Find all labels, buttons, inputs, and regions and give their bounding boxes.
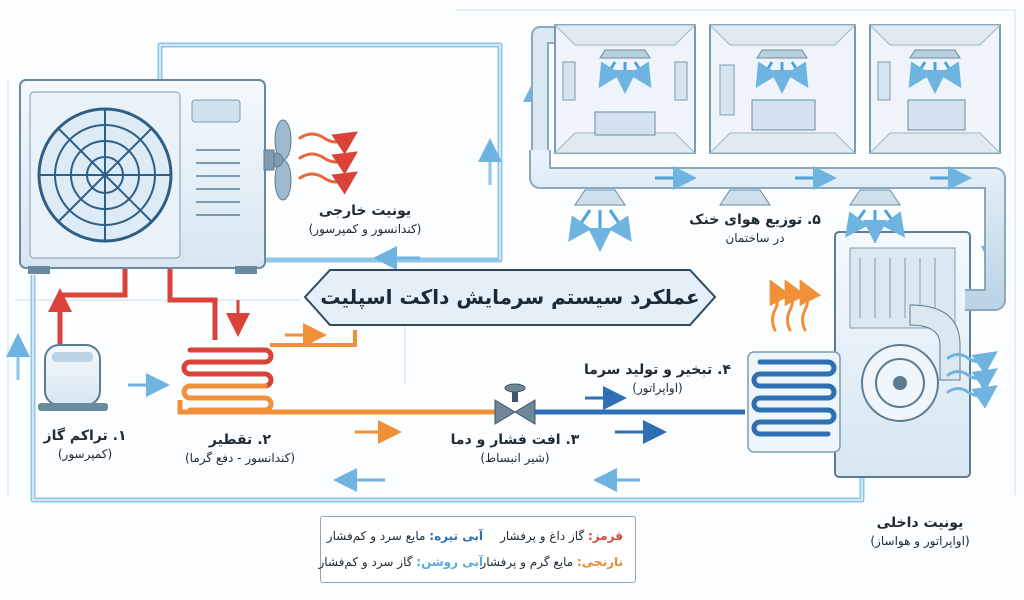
step4-title: ۴. تبخیر و تولید سرما: [583, 362, 732, 378]
blower-fan-icon: [861, 304, 961, 422]
condenser-coil: [181, 347, 274, 413]
cold-air-waves-icon: [946, 351, 998, 409]
legend-lightblue-text: گاز سرد و کم‌فشار: [318, 555, 413, 569]
step2-title: ۲. تقطیر: [208, 432, 272, 448]
duct-air-arrows: [568, 166, 972, 252]
step5-title: ۵. توزیع هوای خنک: [689, 212, 821, 228]
heat-waves-icon: [298, 131, 358, 195]
legend-orange-text: مایع گرم و پرفشار: [480, 555, 574, 569]
step3-subtitle: (شیر انبساط): [480, 451, 550, 465]
step1-title: ۱. تراکم گاز: [43, 428, 127, 444]
color-legend: قرمز: گاز داغ و پرفشار نارنجی: مایع گرم …: [318, 516, 636, 583]
step1-label: ۱. تراکم گاز (کمپرسور): [25, 428, 145, 461]
step1-subtitle: (کمپرسور): [57, 447, 113, 461]
outdoor-unit-subtitle: (کندانسور و کمپرسور): [308, 222, 422, 236]
legend-lightblue-key: آبی روشن:: [416, 555, 483, 569]
indoor-unit-label: یونیت داخلی (اواپراتور و هواساز): [840, 515, 1000, 548]
warm-liquid-line: [177, 400, 495, 415]
step4-label: ۴. تبخیر و تولید سرما (اواپراتور): [570, 362, 745, 395]
legend-darkblue-key: آبی تیره:: [429, 529, 483, 543]
outdoor-unit-title: یونیت خارجی: [318, 203, 412, 219]
indoor-unit: [747, 231, 998, 478]
hot-gas-line-2: [167, 268, 218, 340]
evaporator-coil: [747, 351, 841, 453]
legend-red-text: گاز داغ و پرفشار: [500, 529, 585, 543]
duct-network: [529, 26, 1006, 311]
page-title: عملکرد سیستم سرمایش داکت اسپلیت: [320, 285, 700, 309]
indoor-unit-title: یونیت داخلی: [876, 515, 964, 531]
outdoor-unit-label: یونیت خارجی (کندانسور و کمپرسور): [290, 203, 440, 236]
legend-orange-key: نارنجی:: [576, 555, 623, 569]
condenser-out-line: [270, 330, 357, 347]
legend-orange: نارنجی: مایع گرم و پرفشار: [480, 555, 623, 569]
step4-subtitle: (اواپراتور): [632, 381, 683, 395]
title-banner: [303, 269, 717, 326]
legend-red-key: قرمز:: [587, 529, 623, 543]
warm-air-up-icon: [769, 279, 822, 332]
indoor-unit-subtitle: (اواپراتور و هواساز): [870, 534, 970, 548]
room-1: [553, 24, 697, 154]
step5-subtitle: در ساختمان: [725, 231, 785, 245]
hot-gas-line: [57, 268, 128, 345]
legend-red: قرمز: گاز داغ و پرفشار: [500, 529, 623, 543]
legend-lightblue: آبی روشن: گاز سرد و کم‌فشار: [318, 555, 483, 569]
step5-label: ۵. توزیع هوای خنک در ساختمان: [680, 212, 830, 245]
step3-title: ۳. افت فشار و دما: [450, 432, 580, 448]
step2-label: ۲. تقطیر (کندانسور - دفع گرما): [160, 432, 320, 465]
step2-subtitle: (کندانسور - دفع گرما): [184, 451, 296, 465]
outdoor-unit: [19, 79, 358, 274]
step3-label: ۳. افت فشار و دما (شیر انبساط): [445, 432, 585, 465]
expansion-valve: [494, 383, 536, 425]
room-3: [868, 24, 1002, 154]
outdoor-vents: [196, 149, 240, 216]
legend-darkblue: آبی تیره: مایع سرد و کم‌فشار: [327, 529, 483, 543]
compressor: [38, 344, 108, 411]
duct-diffusers: [574, 189, 901, 206]
fan-propeller-icon: [263, 119, 292, 201]
legend-darkblue-text: مایع سرد و کم‌فشار: [326, 529, 426, 543]
room-2: [708, 24, 857, 154]
